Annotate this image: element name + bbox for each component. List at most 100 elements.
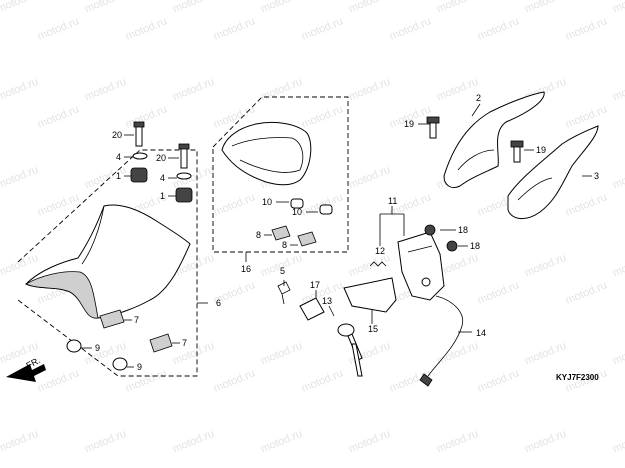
watermark-text: motod.ru (212, 367, 257, 394)
stay-7a (99, 309, 125, 329)
cushion-1b (175, 187, 193, 203)
cushion-8b (297, 231, 317, 247)
seat-center-crease (81, 205, 105, 265)
watermark-text: motod.ru (611, 0, 625, 15)
rubber-9b (112, 357, 128, 371)
watermark-text: motod.ru (300, 15, 345, 42)
watermark-text: motod.ru (523, 428, 568, 455)
front-arrow-icon (6, 364, 46, 382)
watermark-text: motod.ru (171, 428, 216, 455)
ref-1b: 1 (160, 191, 165, 201)
watermark-text: motod.ru (523, 252, 568, 279)
watermark-text: motod.ru (611, 428, 625, 455)
lock-stay-17 (299, 297, 325, 321)
ref-13: 13 (322, 296, 332, 306)
ref-18a: 18 (458, 225, 468, 235)
watermark-text: motod.ru (564, 15, 609, 42)
ref-2: 2 (476, 93, 481, 103)
seat-group (17, 149, 198, 377)
ref-7b: 7 (182, 338, 187, 348)
watermark-text: motod.ru (347, 0, 392, 15)
ref-8a: 8 (256, 230, 261, 240)
ref-8b: 8 (282, 240, 287, 250)
ref-4b: 4 (160, 173, 165, 183)
nut-18b (446, 240, 458, 252)
watermark-text: motod.ru (523, 340, 568, 367)
seat-catch-group (277, 224, 464, 387)
watermark-text: motod.ru (347, 164, 392, 191)
diagram-code: KYJ7F2300 (556, 373, 599, 382)
watermark-text: motod.ru (83, 0, 128, 15)
watermark-text: motod.ru (171, 0, 216, 15)
ref-17: 17 (310, 280, 320, 290)
watermark-text: motod.ru (124, 103, 169, 130)
watermark-text: motod.ru (564, 191, 609, 218)
rubber-10b (319, 204, 333, 215)
stay-7b (149, 333, 173, 353)
watermark-text: motod.ru (611, 76, 625, 103)
watermark-text: motod.ru (0, 0, 40, 15)
ref-6: 6 (216, 298, 221, 308)
watermark-text: motod.ru (124, 367, 169, 394)
ref-7a: 7 (134, 315, 139, 325)
seat-cowl (221, 121, 312, 186)
seat-cowl-inner-line (231, 137, 304, 173)
watermark-text: motod.ru (523, 0, 568, 15)
watermark-text: motod.ru (0, 76, 40, 103)
ref-15: 15 (368, 324, 378, 334)
seat-catch (397, 231, 445, 301)
watermark-text: motod.ru (347, 76, 392, 103)
ref-14: 14 (476, 328, 486, 338)
grab-rail-right-edge (517, 177, 553, 201)
watermark-text: motod.ru (435, 0, 480, 15)
watermark-text: motod.ru (564, 279, 609, 306)
ref-19a: 19 (404, 119, 414, 129)
seat-cowl-boundary (212, 96, 349, 253)
cushion-1a (130, 167, 148, 183)
bolt-20b-head (178, 143, 190, 150)
ref-1a: 1 (116, 171, 121, 181)
watermark-text: motod.ru (259, 0, 304, 15)
seat-catch-plate (343, 277, 397, 313)
watermark-text: motod.ru (171, 76, 216, 103)
ref-9a: 9 (95, 343, 100, 353)
watermark-text: motod.ru (476, 367, 521, 394)
watermark-text: motod.ru (564, 103, 609, 130)
ref-20a: 20 (112, 130, 122, 140)
watermark-text: motod.ru (300, 103, 345, 130)
watermark-text: motod.ru (171, 340, 216, 367)
ref-11: 11 (388, 196, 397, 206)
ref-16: 16 (241, 264, 251, 274)
watermark-text: motod.ru (36, 191, 81, 218)
watermark-text: motod.ru (83, 76, 128, 103)
key-cylinder (337, 323, 355, 337)
watermark-text: motod.ru (0, 164, 40, 191)
washer-4a (132, 152, 148, 160)
watermark-text: motod.ru (435, 340, 480, 367)
watermark-text: motod.ru (212, 15, 257, 42)
watermark-text: motod.ru (36, 103, 81, 130)
ref-3: 3 (594, 171, 599, 181)
rubber-9a (66, 339, 82, 353)
watermark-text: motod.ru (36, 15, 81, 42)
watermark-text: motod.ru (611, 340, 625, 367)
seat-catch-detail (407, 245, 433, 253)
watermark-text: motod.ru (83, 164, 128, 191)
watermark-text: motod.ru (300, 367, 345, 394)
seat-side-panel (25, 271, 99, 319)
bolt-20a-head (133, 121, 145, 128)
seat-group-boundary (17, 149, 198, 377)
seat-mount-hardware (130, 121, 193, 203)
watermark-text: motod.ru (611, 164, 625, 191)
bolt-19b-head (510, 140, 524, 148)
clip-5 (277, 281, 291, 305)
watermark-text: motod.ru (611, 252, 625, 279)
grab-rails (426, 91, 599, 219)
ref-12: 12 (375, 246, 385, 256)
watermark-text: motod.ru (435, 428, 480, 455)
seat-cowl-group (212, 96, 349, 253)
ref-10b: 10 (292, 207, 302, 217)
ref-10a: 10 (262, 197, 272, 207)
grab-rail-left-edge (457, 149, 495, 171)
